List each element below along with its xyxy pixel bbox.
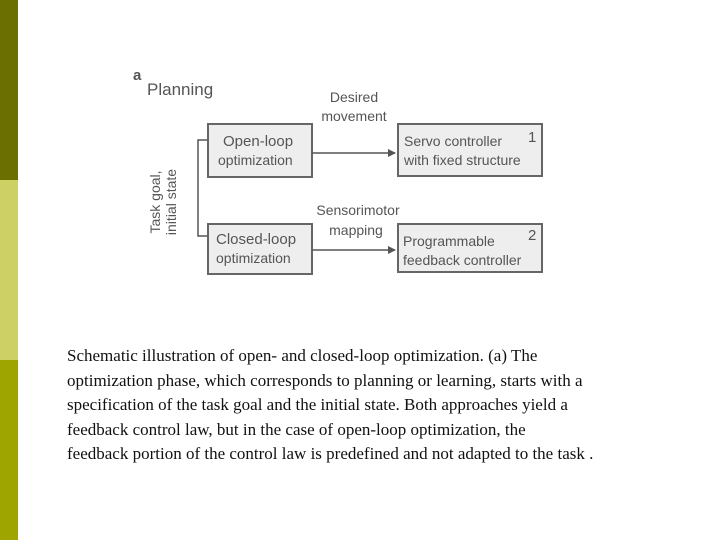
- closed-loop-label-line1: Closed-loop: [216, 231, 296, 248]
- open-loop-box: [207, 123, 313, 178]
- sensorimotor-mapping-line1: Sensorimotor: [316, 202, 400, 218]
- desired-movement-line2: movement: [321, 108, 386, 124]
- side-label-line2: initial state: [163, 169, 179, 235]
- caption-line-2: optimization phase, which corresponds to…: [67, 370, 583, 390]
- figure-caption: Schematic illustration of open- and clos…: [67, 344, 707, 467]
- panel-title: Planning: [147, 80, 213, 99]
- side-label: Task goal, initial state: [147, 169, 179, 235]
- closed-loop-box: [207, 223, 313, 275]
- caption-line-1: Schematic illustration of open- and clos…: [67, 346, 538, 365]
- programmable-controller-line2: feedback controller: [403, 252, 522, 268]
- closed-loop-label-line2: optimization: [216, 250, 291, 266]
- open-loop-label-line2: optimization: [218, 152, 293, 168]
- sidebar-segment-bottom: [0, 360, 18, 540]
- servo-controller-line1: Servo controller: [404, 133, 502, 149]
- caption-line-3: specification of the task goal and the i…: [67, 395, 568, 414]
- bracket-line: [197, 139, 207, 237]
- sidebar-segment-middle: [0, 180, 18, 360]
- desired-movement-line1: Desired: [330, 89, 378, 105]
- sensorimotor-mapping-line2: mapping: [329, 222, 383, 238]
- open-loop-label-line1: Open-loop: [223, 133, 293, 150]
- servo-controller-box: [397, 123, 543, 177]
- planning-diagram: a Planning Task goal, initial state Open…: [133, 67, 543, 275]
- caption-line-5: feedback portion of the control law is p…: [67, 444, 594, 463]
- sidebar-segment-top: [0, 0, 18, 180]
- side-label-line1: Task goal,: [147, 170, 163, 233]
- programmable-controller-line1: Programmable: [403, 233, 495, 249]
- servo-controller-number: 1: [528, 129, 536, 146]
- programmable-controller-number: 2: [528, 227, 536, 244]
- servo-controller-line2: with fixed structure: [403, 152, 521, 168]
- programmable-controller-box: [397, 223, 543, 273]
- panel-letter: a: [133, 67, 142, 84]
- caption-line-4: feedback control law, but in the case of…: [67, 419, 526, 439]
- sidebar-decoration: [0, 0, 18, 540]
